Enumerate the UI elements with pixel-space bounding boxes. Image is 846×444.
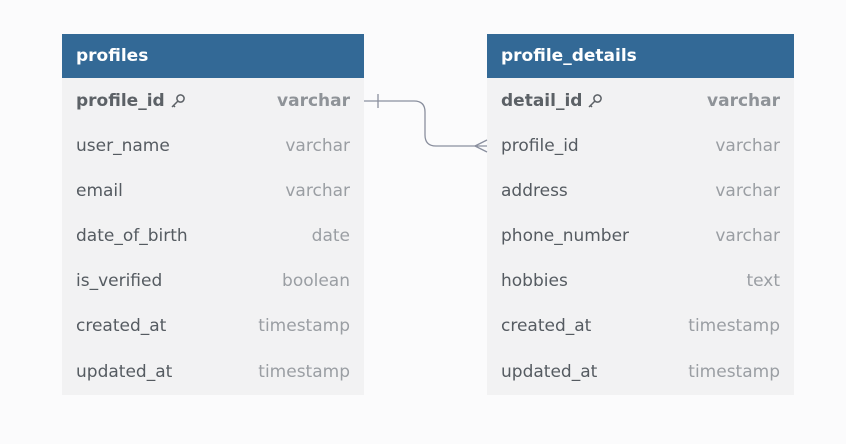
table-title: profiles: [76, 46, 149, 66]
key-icon: [171, 93, 185, 108]
column-row-updated-at[interactable]: updated_at timestamp: [62, 348, 364, 395]
column-name: date_of_birth: [76, 225, 188, 246]
column-row-is-verified[interactable]: is_verified boolean: [62, 258, 364, 303]
column-type: timestamp: [258, 315, 350, 336]
column-type: timestamp: [688, 315, 780, 336]
column-row-updated-at[interactable]: updated_at timestamp: [487, 348, 794, 395]
column-name: profile_id: [76, 90, 165, 111]
column-name: updated_at: [501, 361, 598, 382]
column-type: boolean: [282, 270, 350, 291]
column-row-date-of-birth[interactable]: date_of_birth date: [62, 213, 364, 258]
column-name: profile_id: [501, 135, 579, 156]
key-icon: [588, 93, 603, 108]
column-name: updated_at: [76, 361, 173, 382]
column-type: varchar: [715, 225, 780, 246]
column-name: user_name: [76, 135, 170, 156]
column-type: date: [311, 225, 350, 246]
column-row-detail-id[interactable]: detail_id varchar: [487, 78, 794, 123]
column-name: is_verified: [76, 270, 163, 291]
column-type: timestamp: [258, 361, 350, 382]
column-type: varchar: [715, 180, 780, 201]
table-header[interactable]: profiles: [62, 34, 364, 78]
column-row-user-name[interactable]: user_name varchar: [62, 123, 364, 168]
column-type: varchar: [707, 90, 780, 111]
table-profile-details[interactable]: profile_details detail_id varchar profil…: [487, 34, 794, 395]
cardinality-many-mark: [474, 139, 488, 147]
column-name: created_at: [76, 315, 167, 336]
column-row-profile-id[interactable]: profile_id varchar: [487, 123, 794, 168]
column-type: varchar: [715, 135, 780, 156]
table-profiles[interactable]: profiles profile_id varchar user_name va…: [62, 34, 364, 395]
column-row-created-at[interactable]: created_at timestamp: [62, 303, 364, 348]
relationship-connector[interactable]: [364, 94, 488, 153]
column-row-email[interactable]: email varchar: [62, 168, 364, 213]
column-type: varchar: [285, 180, 350, 201]
column-row-phone-number[interactable]: phone_number varchar: [487, 213, 794, 258]
column-type: varchar: [285, 135, 350, 156]
table-header[interactable]: profile_details: [487, 34, 794, 78]
connector-line: [364, 100, 487, 147]
column-row-hobbies[interactable]: hobbies text: [487, 258, 794, 303]
column-type: varchar: [277, 90, 350, 111]
column-type: timestamp: [688, 361, 780, 382]
column-row-address[interactable]: address varchar: [487, 168, 794, 213]
column-name: created_at: [501, 315, 592, 336]
column-row-created-at[interactable]: created_at timestamp: [487, 303, 794, 348]
cardinality-many-mark: [474, 145, 488, 153]
table-title: profile_details: [501, 46, 637, 66]
column-name: hobbies: [501, 270, 568, 291]
column-name: phone_number: [501, 225, 630, 246]
column-name: detail_id: [501, 90, 583, 111]
column-name: address: [501, 180, 568, 201]
column-type: text: [746, 270, 780, 291]
column-row-profile-id[interactable]: profile_id varchar: [62, 78, 364, 123]
column-name: email: [76, 180, 123, 201]
